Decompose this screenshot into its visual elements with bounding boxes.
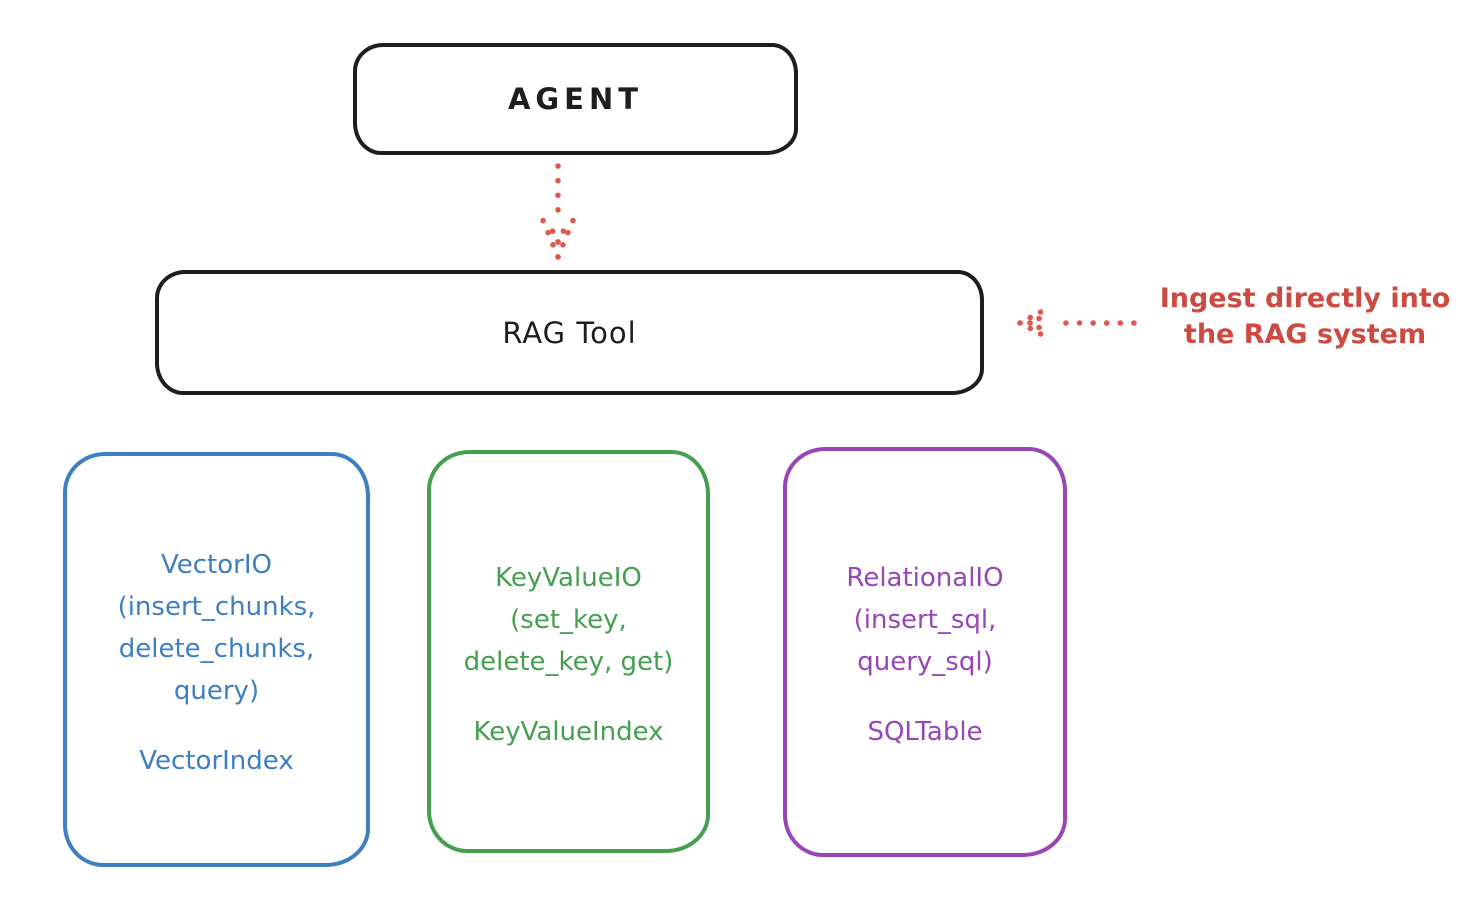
keyvalue-io-label: KeyValueIO (set_key, delete_key, get)	[463, 562, 674, 677]
vector-io-label: VectorIO (insert_chunks, delete_chunks, …	[117, 549, 316, 706]
agent-box: AGENT	[353, 43, 798, 155]
keyvalue-io-box: KeyValueIO (set_key, delete_key, get) Ke…	[427, 450, 710, 853]
ingest-annotation: Ingest directly into the RAG system	[1159, 283, 1451, 350]
rag-tool-label: RAG Tool	[502, 315, 637, 350]
keyvalue-index-label: KeyValueIndex	[473, 716, 664, 747]
rag-tool-box: RAG Tool	[155, 270, 984, 395]
vector-index-label: VectorIndex	[139, 745, 294, 776]
relational-io-label: RelationalIO (insert_sql, query_sql)	[846, 563, 1004, 677]
agent-label: AGENT	[507, 82, 644, 116]
arrow-left-icon	[1017, 305, 1137, 341]
arrow-down-icon	[539, 163, 577, 260]
relational-io-box: RelationalIO (insert_sql, query_sql) SQL…	[783, 447, 1067, 857]
vector-io-box: VectorIO (insert_chunks, delete_chunks, …	[63, 452, 370, 867]
sql-table-label: SQLTable	[867, 717, 983, 747]
